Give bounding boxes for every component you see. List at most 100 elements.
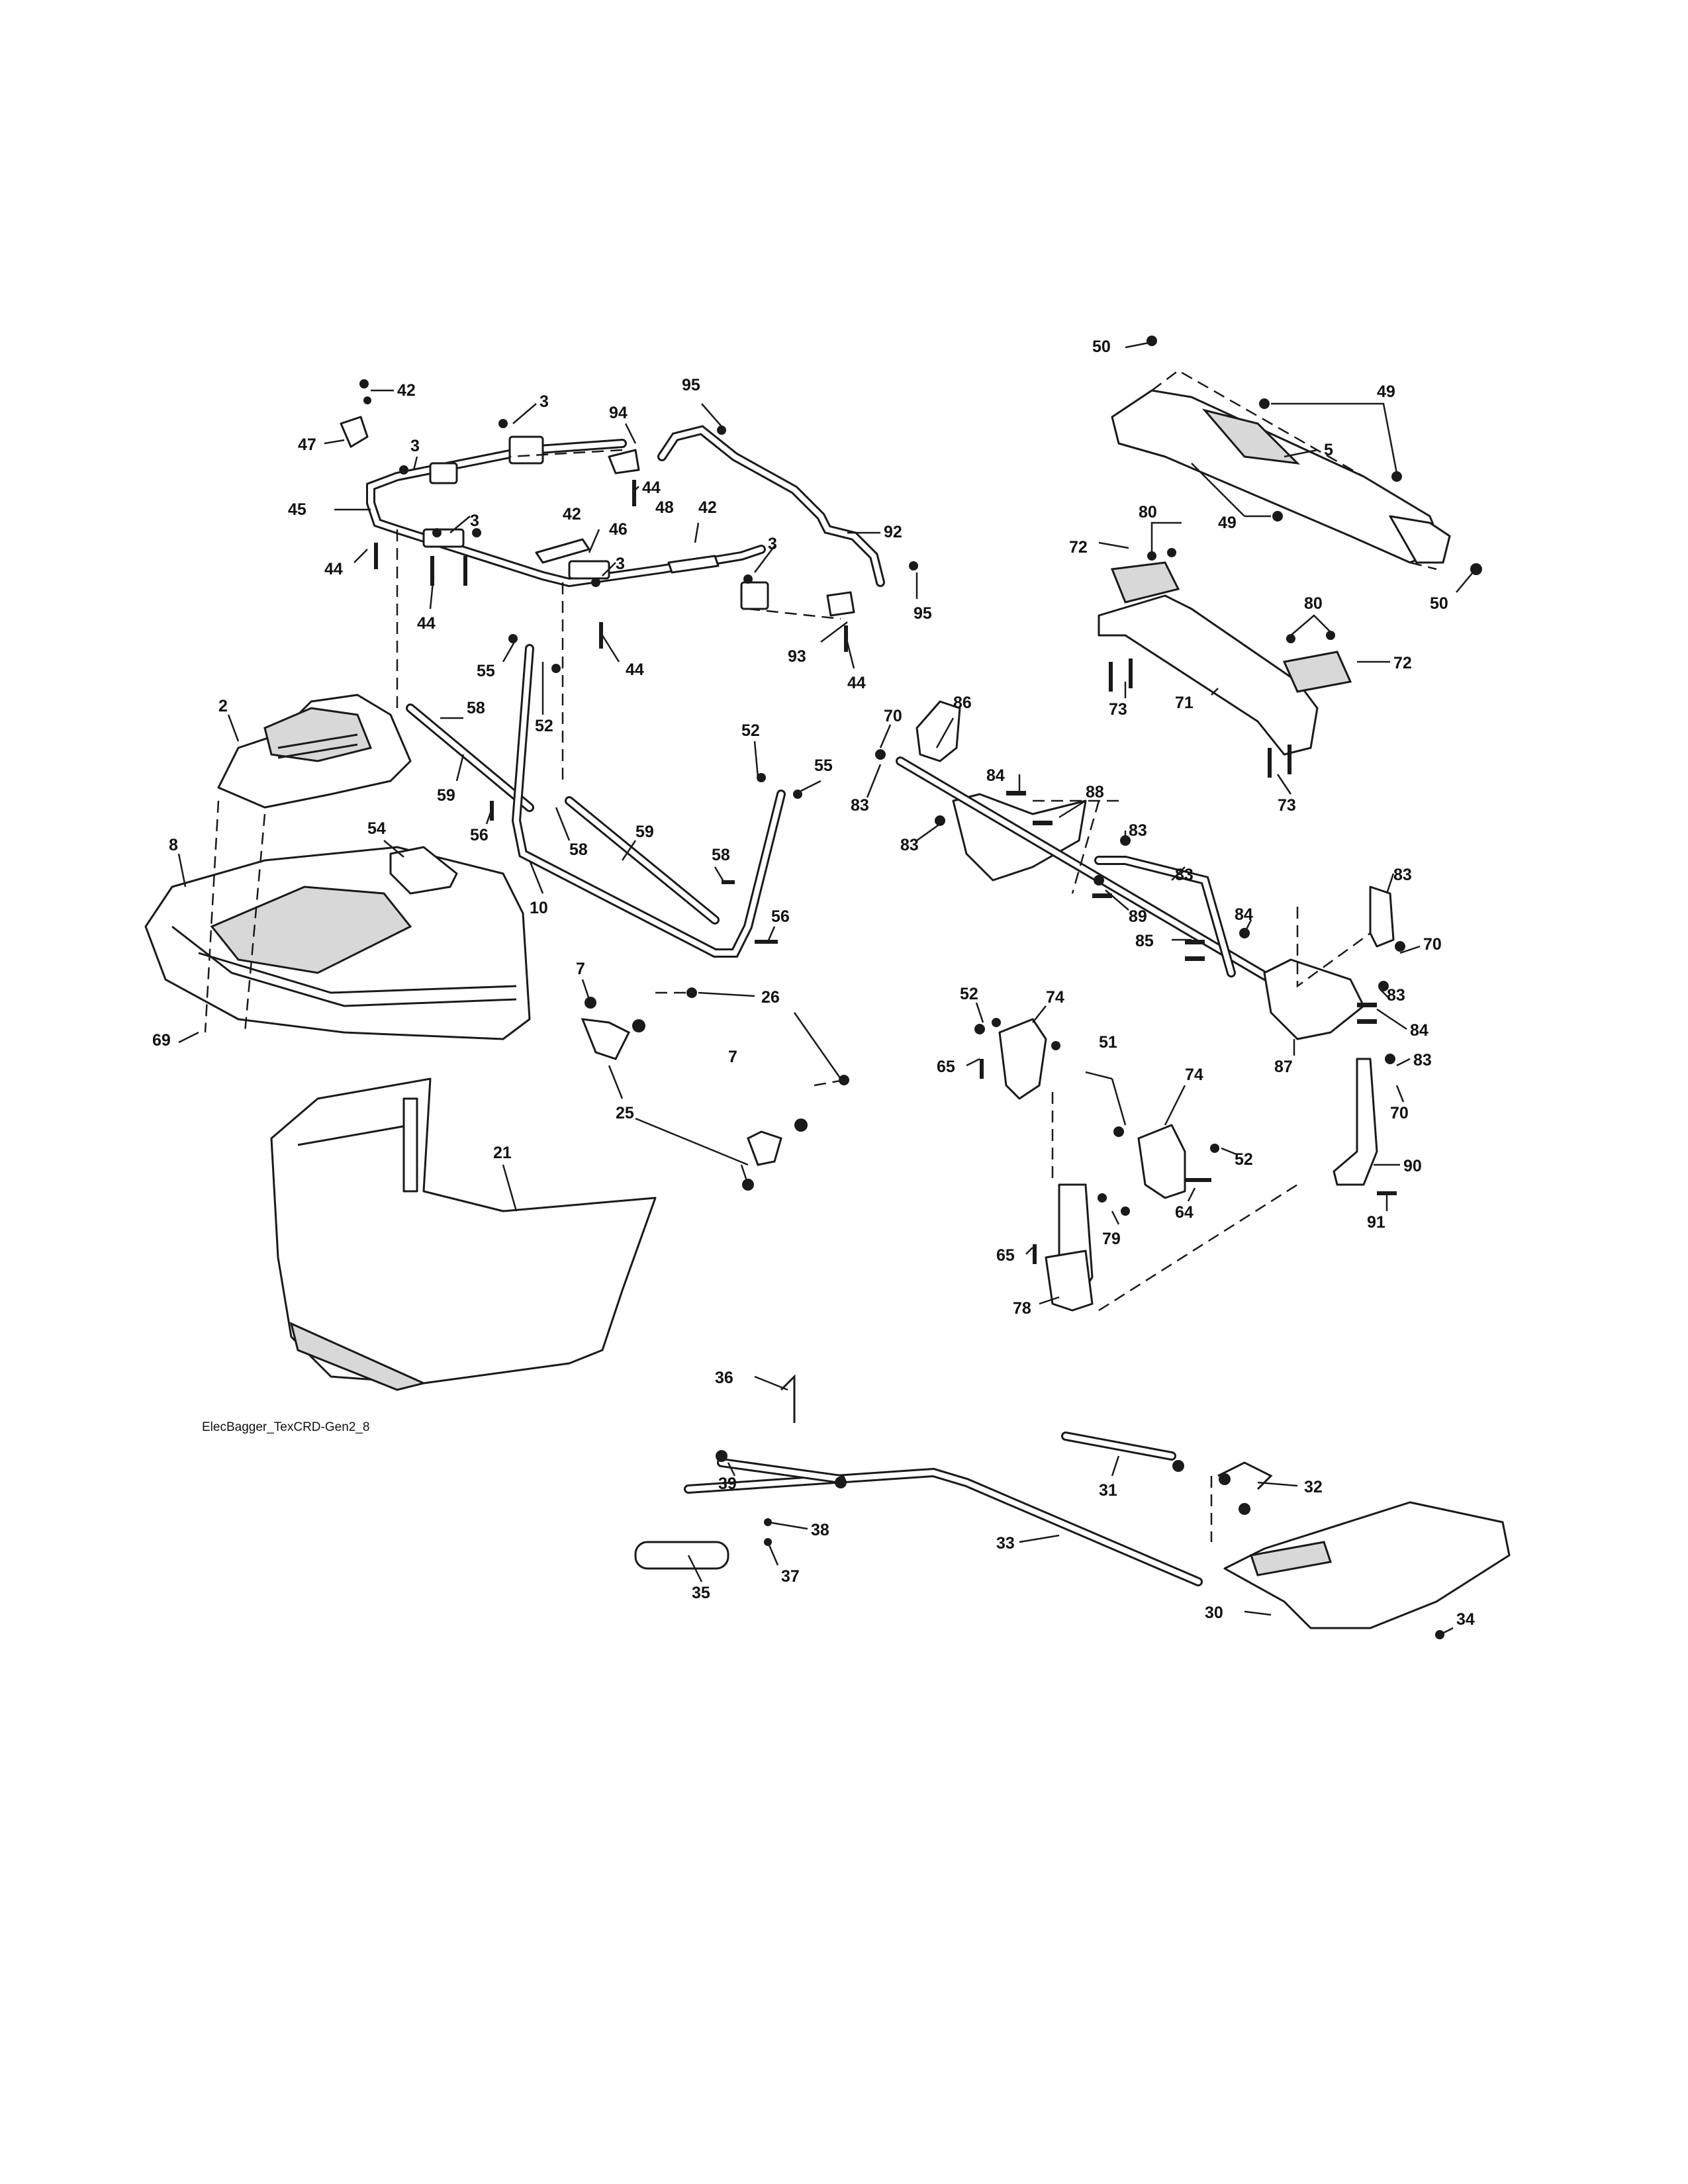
bracket-93 [826,591,855,617]
callout-label: 93 [788,647,806,666]
callout-label: 31 [1099,1481,1117,1500]
callout-label: 37 [781,1567,800,1586]
callout-label: 44 [626,660,644,679]
callout-label: 32 [1304,1478,1323,1496]
callout-label: 73 [1278,796,1296,815]
frame-fasteners [359,379,918,652]
callout-label: 70 [884,707,902,725]
support-rods [406,634,802,958]
callout-label: 52 [1235,1150,1253,1169]
callout-label: 74 [1185,1066,1203,1084]
callout-label: 59 [437,786,455,805]
lift-linkage [896,700,1395,1186]
callout-label: 2 [218,697,228,715]
callout-label: 8 [169,836,178,854]
callout-label: 94 [609,404,628,422]
callout-label: 72 [1393,654,1412,672]
callout-labels: 42 47 3 3 94 95 45 44 44 3 46 42 48 42 3… [152,338,1475,1629]
callout-label: 65 [937,1058,955,1076]
callout-label: 95 [914,604,932,623]
bag-lid-2 [217,694,412,809]
callout-label: 10 [530,899,548,917]
callout-label: 83 [1393,866,1412,884]
callout-label: 48 [655,498,674,517]
callout-label: 44 [847,674,866,692]
callout-label: 91 [1367,1213,1385,1232]
callout-label: 52 [741,721,760,740]
callout-label: 73 [1109,700,1127,719]
callout-label: 44 [642,478,661,497]
callout-label: 54 [367,819,386,838]
bracket-94 [608,449,640,475]
callout-label: 74 [1046,988,1064,1007]
callout-label: 3 [616,555,625,573]
callout-label: 3 [410,437,420,455]
callout-label: 55 [477,662,495,680]
mount-bracket-5 [1111,369,1451,570]
callout-label: 52 [535,717,553,735]
handle-grip-54 [389,846,458,895]
callout-label: 87 [1274,1058,1293,1076]
callout-label: 7 [576,960,585,978]
callout-label: 85 [1135,932,1154,950]
callout-label: 89 [1129,907,1147,926]
callout-label: 33 [996,1534,1015,1553]
callout-label: 30 [1205,1604,1223,1622]
handle-rod [657,425,885,587]
callout-label: 55 [814,756,833,775]
callout-label: 26 [761,988,780,1007]
bag-cover-8 [144,846,531,1040]
callout-label: 69 [152,1031,171,1050]
callout-label: 50 [1430,594,1448,613]
callout-label: 3 [539,392,549,411]
callout-label: 42 [563,505,581,523]
callout-label: 59 [635,823,654,841]
callout-label: 72 [1069,538,1088,557]
leader-lines [177,341,1474,1636]
callout-label: 38 [811,1521,829,1539]
callout-label: 65 [996,1246,1015,1265]
bracket-47 [340,416,369,448]
callout-label: 80 [1304,594,1323,613]
latch-springs [581,987,849,1191]
callout-label: 51 [1099,1033,1117,1052]
callout-label: 42 [698,498,717,517]
callout-label: 83 [1129,821,1147,840]
upper-right-fasteners [1147,336,1482,643]
callout-label: 44 [417,614,436,633]
callout-label: 42 [397,381,416,400]
lower-assembly [634,1374,1511,1639]
callout-label: 58 [467,699,485,717]
callout-label: 35 [692,1584,710,1602]
callout-label: 84 [986,766,1005,785]
callout-label: 7 [728,1048,737,1066]
bagger-frame [366,435,841,781]
callout-label: 71 [1175,694,1194,712]
callout-label: 3 [470,512,479,530]
callout-label: 56 [771,907,790,926]
callout-label: 49 [1218,514,1237,532]
callout-label: 52 [960,985,978,1003]
diagram-caption: ElecBagger_TexCRD-Gen2_8 [202,1420,369,1434]
callout-label: 58 [569,841,588,859]
callout-label: 90 [1403,1157,1422,1175]
callout-label: 56 [470,826,489,844]
callout-label: 83 [900,836,919,854]
callout-label: 79 [1102,1230,1121,1248]
callout-label: 47 [298,435,316,454]
callout-label: 5 [1324,441,1333,459]
callout-label: 83 [1175,866,1194,884]
callout-label: 21 [493,1144,512,1162]
callout-label: 70 [1390,1104,1409,1122]
callout-label: 45 [288,500,306,519]
callout-label: 50 [1092,338,1111,356]
bag-basket-21 [270,1077,657,1391]
callout-label: 84 [1410,1021,1429,1040]
callout-label: 39 [718,1475,737,1493]
callout-label: 58 [712,846,730,864]
callout-label: 44 [324,560,343,578]
callout-label: 49 [1377,383,1395,401]
callout-label: 83 [1413,1051,1432,1069]
actuator-assembly [974,1018,1298,1312]
